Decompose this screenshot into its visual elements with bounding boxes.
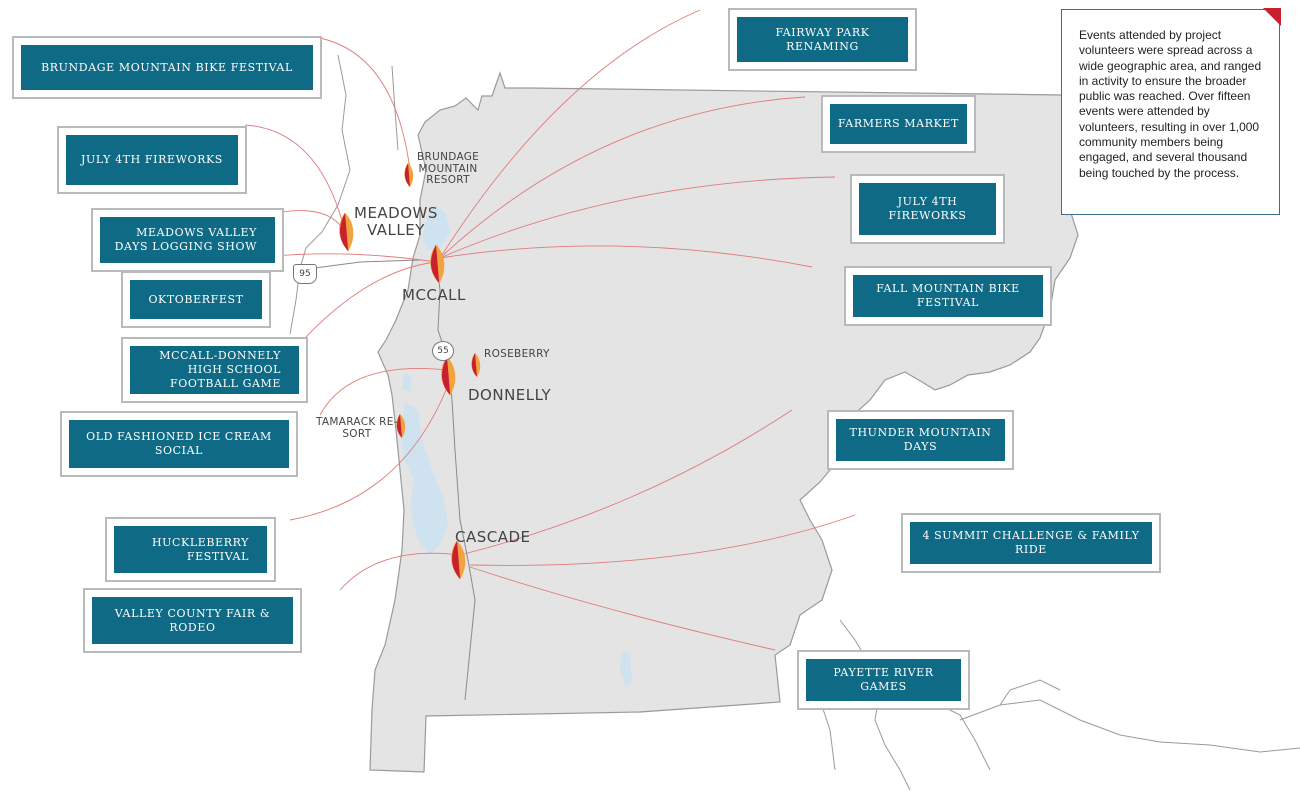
leaf-marker-icon [451, 540, 466, 580]
event-box: OKTOBERFEST [121, 271, 271, 328]
event-label: OKTOBERFEST [130, 280, 262, 319]
event-box: PAYETTE RIVER GAMES [797, 650, 970, 710]
event-box: BRUNDAGE MOUNTAIN BIKE FESTIVAL [12, 36, 322, 99]
event-label: PAYETTE RIVER GAMES [806, 659, 961, 701]
event-box: JULY 4TH FIREWORKS [57, 126, 247, 194]
leaf-marker-icon [471, 353, 481, 377]
event-label: MCCALL-DONNELY HIGH SCHOOL FOOTBALL GAME [130, 346, 299, 394]
town-tamarack: TAMARACK RE- SORT [316, 416, 398, 440]
event-box: MEADOWS VALLEY DAYS LOGGING SHOW [91, 208, 284, 272]
leaf-marker-icon [396, 414, 406, 438]
event-box: 4 SUMMIT CHALLENGE & FAMILY RIDE [901, 513, 1161, 573]
event-label: FALL MOUNTAIN BIKE FESTIVAL [853, 275, 1043, 317]
leader-lines [244, 9, 856, 651]
county-outline [369, 71, 1079, 773]
id55-shield: 55 [432, 341, 454, 361]
summary-note-text: Events attended by project volunteers we… [1079, 28, 1262, 180]
event-box: FAIRWAY PARK RENAMING [728, 8, 917, 71]
event-box: FARMERS MARKET [821, 95, 976, 153]
lakes [400, 205, 632, 688]
us95-shield: 95 [293, 264, 317, 284]
markers [339, 163, 481, 580]
event-label: 4 SUMMIT CHALLENGE & FAMILY RIDE [910, 522, 1152, 564]
summary-note: Events attended by project volunteers we… [1061, 8, 1281, 215]
event-label: VALLEY COUNTY FAIR & RODEO [92, 597, 293, 644]
event-label: JULY 4TH FIREWORKS [859, 183, 996, 235]
leaf-marker-icon [404, 163, 414, 187]
event-label: FARMERS MARKET [830, 104, 967, 144]
event-box: VALLEY COUNTY FAIR & RODEO [83, 588, 302, 653]
town-cascade: CASCADE [455, 528, 531, 546]
event-label: HUCKLEBERRY FESTIVAL [114, 526, 267, 573]
event-box: HUCKLEBERRY FESTIVAL [105, 517, 276, 582]
event-label: JULY 4TH FIREWORKS [66, 135, 238, 185]
town-donnelly: DONNELLY [468, 386, 552, 404]
event-label: OLD FASHIONED ICE CREAM SOCIAL [69, 420, 289, 468]
event-label: BRUNDAGE MOUNTAIN BIKE FESTIVAL [21, 45, 313, 90]
leaf-marker-icon [339, 212, 354, 252]
event-box: FALL MOUNTAIN BIKE FESTIVAL [844, 266, 1052, 326]
leaf-marker-icon [430, 244, 445, 284]
town-roseberry: ROSEBERRY [484, 348, 550, 360]
town-mccall: MCCALL [402, 286, 466, 304]
town-meadows-valley: MEADOWS VALLEY [354, 204, 438, 239]
event-box: MCCALL-DONNELY HIGH SCHOOL FOOTBALL GAME [121, 337, 308, 403]
leaf-marker-icon [441, 356, 456, 396]
event-label: THUNDER MOUNTAIN DAYS [836, 419, 1005, 461]
event-label: MEADOWS VALLEY DAYS LOGGING SHOW [100, 217, 275, 263]
corner-fold-icon [1263, 8, 1281, 26]
event-box: THUNDER MOUNTAIN DAYS [827, 410, 1014, 470]
event-box: OLD FASHIONED ICE CREAM SOCIAL [60, 411, 298, 477]
event-box: JULY 4TH FIREWORKS [850, 174, 1005, 244]
event-label: FAIRWAY PARK RENAMING [737, 17, 908, 62]
town-brundage: BRUNDAGE MOUNTAIN RESORT [417, 151, 480, 187]
